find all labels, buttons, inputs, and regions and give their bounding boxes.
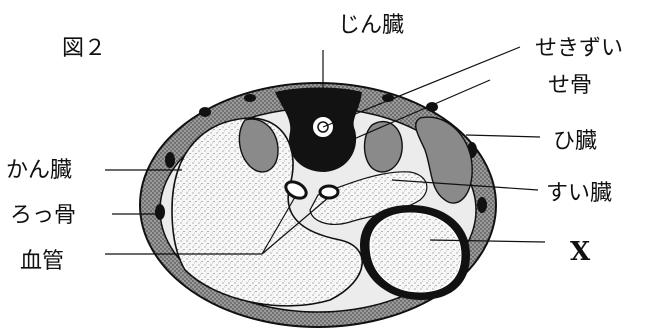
label-spleen: ひ臓 [553,129,597,154]
label-liver: かん臓 [6,158,72,183]
label-pancreas: すい臓 [546,181,612,206]
label-rib: ろっ骨 [10,203,76,228]
kidney-right [365,122,403,172]
label-spine-bone: せ骨 [548,73,592,98]
label-organ-x: X [570,237,591,267]
label-blood-vessel: 血管 [20,249,64,274]
label-spinal-cord: せきずい [535,36,623,61]
label-kidney: じん臓 [338,13,404,38]
figure-title: 図２ [62,36,106,61]
